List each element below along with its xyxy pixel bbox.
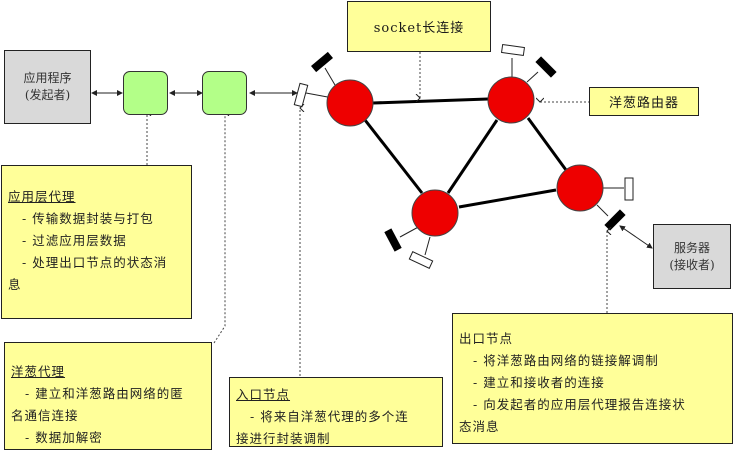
router-port-black-icon	[311, 51, 333, 73]
router-port-black-icon	[384, 228, 402, 252]
onion-router-d	[556, 164, 604, 212]
link-exit-receiver	[619, 225, 653, 249]
note-title: 应用层代理	[8, 189, 76, 204]
socket-label: socket长连接	[373, 21, 465, 36]
note-item: - 传输数据封装与打包	[22, 211, 154, 226]
note-app-proxy: 应用层代理 - 传输数据封装与打包 - 过滤应用层数据 - 处理出口节点的状态消…	[1, 165, 192, 319]
note-onion-proxy: 洋葱代理 - 建立和洋葱路由网络的匿 名通信连接 - 数据加解密	[4, 342, 212, 450]
sender-sublabel: (发起者)	[24, 88, 71, 102]
socket-label-box: socket长连接	[347, 1, 491, 52]
note-entry-node: 入口节点 - 将来自洋葱代理的多个连 接进行封装调制	[229, 377, 443, 447]
note-exit-node: 出口节点 - 将洋葱路由网络的链接解调制 - 建立和接收者的连接 - 向发起者的…	[452, 313, 733, 444]
app-layer-proxy	[123, 71, 168, 115]
router-port-white-icon	[408, 251, 434, 269]
note-item: - 向发起者的应用层代理报告连接状	[473, 397, 686, 412]
note-item: - 过滤应用层数据	[22, 233, 127, 248]
link-router-b-c	[446, 119, 499, 194]
note-item: - 建立和洋葱路由网络的匿	[25, 386, 184, 401]
note-item: - 将洋葱路由网络的链接解调制	[473, 353, 659, 368]
receiver-label: 服务器	[673, 240, 710, 255]
onion-proxy	[202, 71, 247, 115]
router-port-black-icon	[535, 56, 557, 78]
note-item: - 数据加解密	[25, 430, 103, 445]
router-port-white-icon	[500, 43, 526, 57]
link-router-a-b	[372, 97, 489, 105]
onion-router-label: 洋葱路由器	[608, 96, 679, 111]
link-router-c-d	[458, 188, 557, 209]
receiver-box: 服务器 (接收者)	[653, 224, 731, 289]
onion-router-label-box: 洋葱路由器	[589, 87, 699, 116]
note-title: 洋葱代理	[11, 364, 66, 379]
callout-onion-proxy	[213, 112, 225, 344]
link-router-b-d	[526, 117, 568, 171]
sender-label: 应用程序	[23, 71, 72, 85]
router-port-white-icon	[624, 177, 634, 201]
note-item: - 将来自洋葱代理的多个连	[250, 409, 409, 424]
note-title: 出口节点	[459, 331, 514, 346]
note-item-continuation: 接进行封装调制	[236, 431, 331, 446]
note-item: - 处理出口节点的状态消	[22, 255, 168, 270]
onion-router-c	[411, 189, 459, 237]
entry-port-icon	[293, 82, 309, 108]
note-title: 入口节点	[236, 387, 291, 402]
note-item-continuation: 息	[8, 277, 22, 292]
receiver-sublabel: (接收者)	[669, 257, 715, 272]
note-item: - 建立和接收者的连接	[473, 375, 605, 390]
exit-port-icon	[604, 209, 626, 231]
sender-box: 应用程序 (发起者)	[4, 50, 91, 124]
onion-router-b	[487, 76, 535, 124]
link-router-a-c	[363, 119, 424, 194]
note-item-continuation: 态消息	[459, 419, 500, 434]
onion-router-a	[326, 79, 374, 127]
note-item-continuation: 名通信连接	[11, 408, 79, 423]
